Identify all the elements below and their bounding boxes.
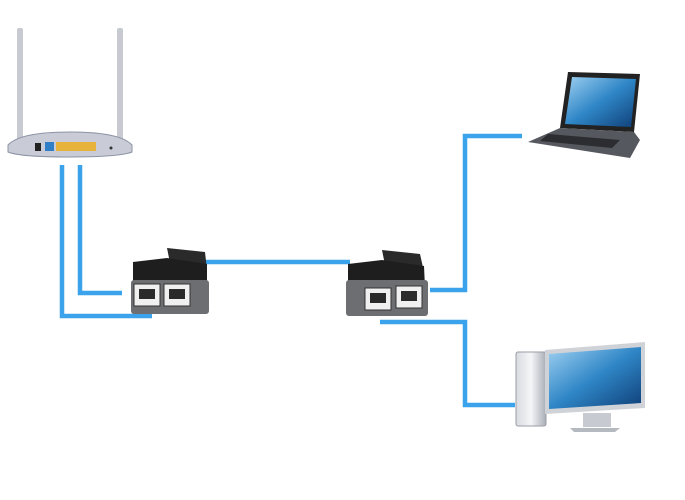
cable-router-to-splitter-1	[59, 165, 152, 319]
cable-splitter-to-laptop	[430, 133, 522, 293]
desktop-computer-icon	[515, 342, 645, 432]
ethernet-splitter-icon	[131, 248, 209, 314]
router-icon	[7, 28, 133, 158]
laptop-icon	[528, 72, 640, 158]
cables	[59, 133, 522, 408]
ethernet-splitter-icon	[346, 250, 428, 316]
cable-splitter-to-desktop	[380, 319, 515, 408]
cable-router-to-splitter-2	[77, 165, 122, 296]
